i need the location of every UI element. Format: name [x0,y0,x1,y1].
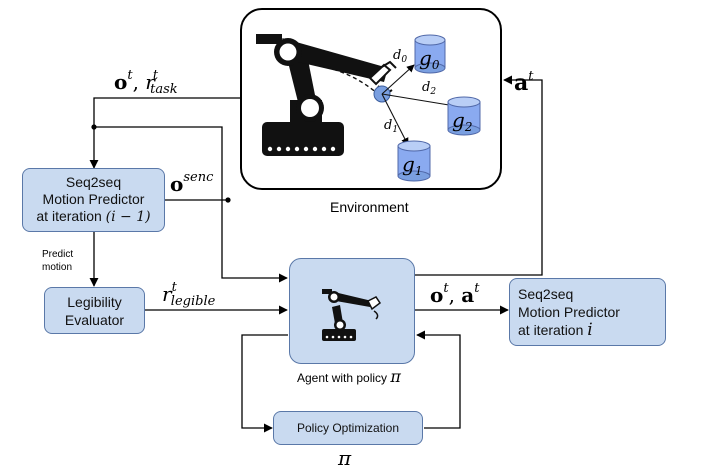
goal-cylinder-0 [414,34,446,74]
action-line [415,75,543,276]
legibility-evaluator-line2: Evaluator [64,311,125,328]
legibility-evaluator-line1: Legibility [67,293,122,310]
trajectory-dashed [319,65,379,95]
junction-dot [91,124,97,130]
base-rivets [267,146,336,152]
seq2seq-prev-line2: Motion Predictor [42,191,145,207]
policy-to-agent-line [416,330,461,429]
policy-symbol: π [338,446,352,470]
agent-label: Agent with policy π [297,367,401,386]
robot-arm-scene [256,34,481,182]
agent-robot-icon [322,289,382,341]
goal-label-2: g2 [452,108,473,134]
junction-dot [225,197,231,203]
seq2seq-next-line1: Seq2seq [518,286,574,302]
agent-box [289,258,415,364]
goal-cylinder-1 [397,140,431,182]
encoding-label: osenc [170,170,214,196]
seq2seq-predictor-next-box: Seq2seq Motion Predictor at iteration i [509,278,666,346]
agent-to-policy-line [241,334,288,433]
legibility-evaluator-box: Legibility Evaluator [44,287,145,334]
distance-arrows [381,64,456,146]
environment-label: Environment [330,199,409,215]
robot-upper-link [282,38,388,82]
distance-label-0: d0 [393,48,408,65]
robot-base [262,122,344,156]
seq2seq-next-line3: at iteration i [518,320,593,340]
seq2seq-prev-iteration: (i − 1) [105,209,151,225]
policy-optimization-label: Policy Optimization [296,421,400,435]
seq2seq-predictor-prev-box: Seq2seq Motion Predictor at iteration (i… [22,168,165,232]
observation-to-agent-line [94,126,288,283]
goal-label-1: g1 [402,152,423,178]
observation-action-label: ot, at [430,281,480,307]
policy-optimization-box: Policy Optimization [273,411,423,445]
goal-cylinder-2 [447,96,481,136]
legible-reward-label: rtlegible [162,280,216,309]
agent-policy-symbol: π [390,367,401,386]
distance-label-2: d2 [422,80,437,97]
distance-label-1: d1 [384,118,399,135]
observation-reward-label: ot, rttask [114,68,178,97]
seq2seq-next-iteration: i [587,320,593,340]
seq2seq-prev-line3: at iteration (i − 1) [36,208,151,225]
environment-box: g0 g2 g1 d0 d2 d1 [240,8,502,190]
observation-line [89,97,240,169]
seq2seq-next-line2: Motion Predictor [518,304,620,320]
action-label: at [514,69,534,96]
seq2seq-prev-line1: Seq2seq [65,174,122,190]
goal-label-0: g0 [419,46,440,72]
